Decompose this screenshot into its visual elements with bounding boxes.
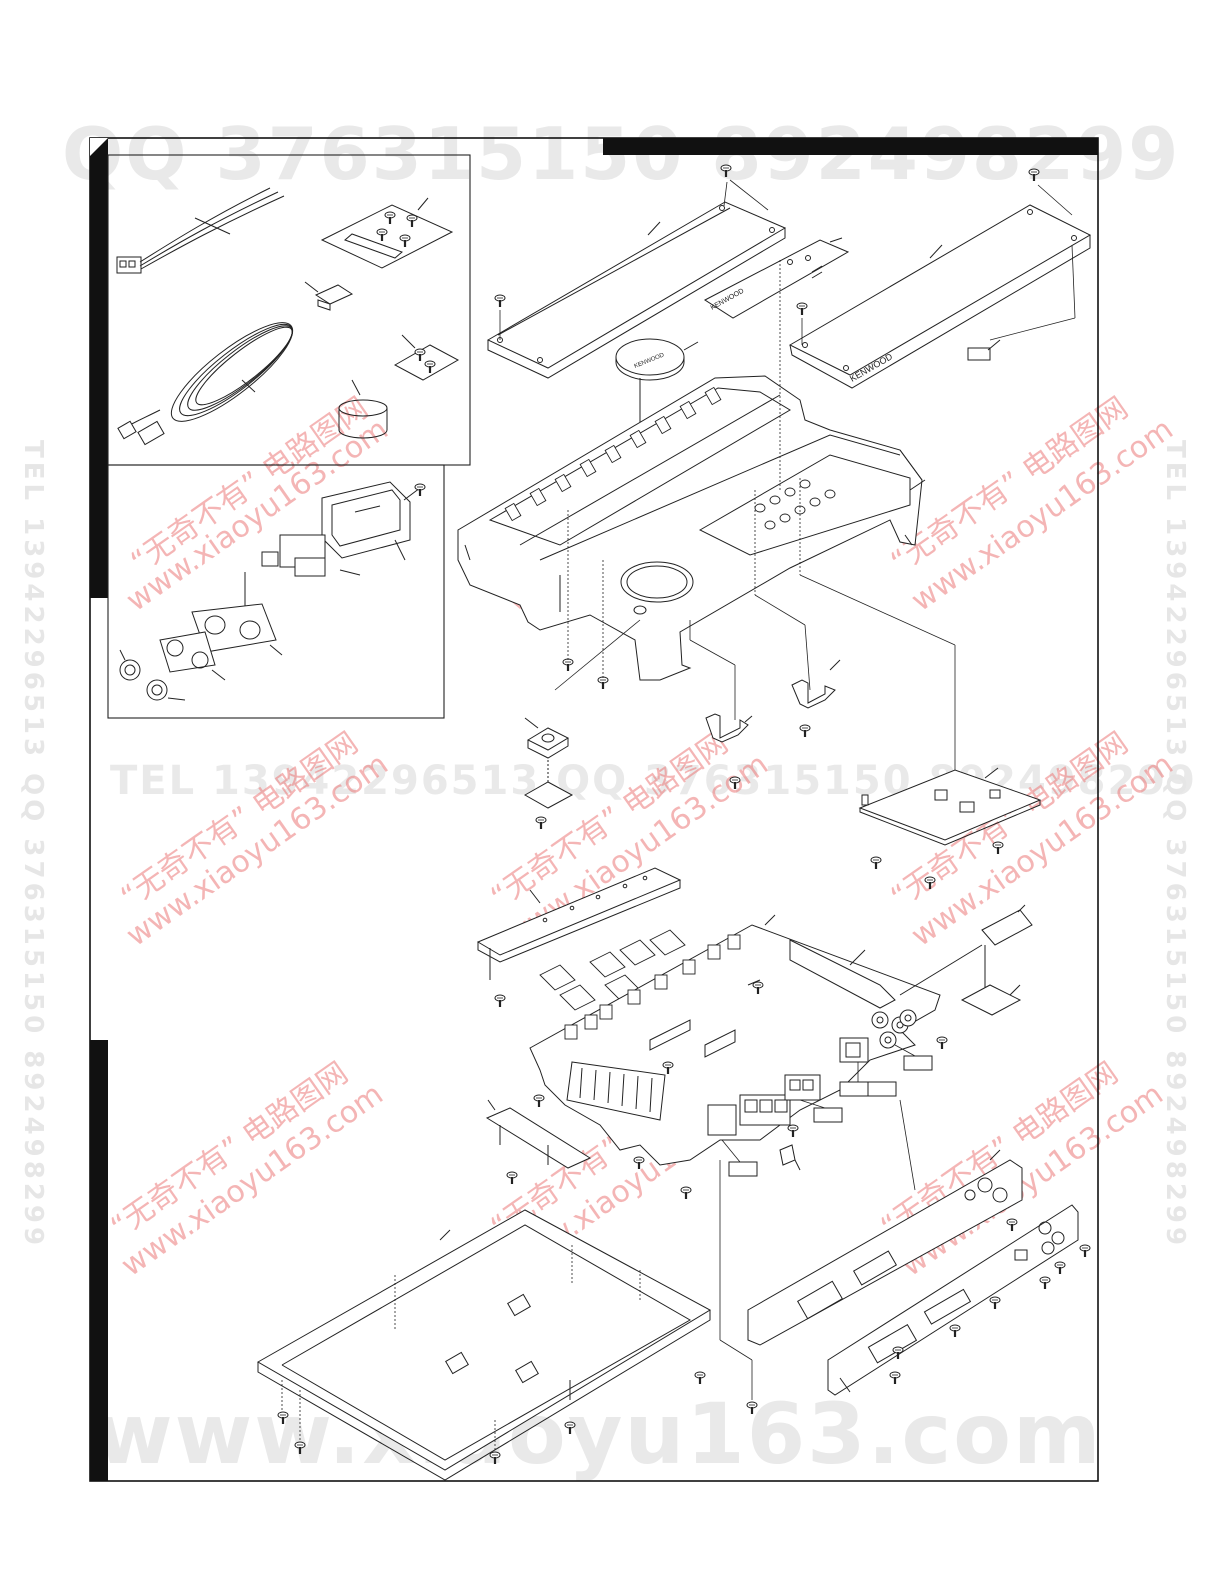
ferrite-ring — [338, 379, 388, 439]
page-frame — [89, 137, 1099, 1482]
end-panel-rear — [747, 1149, 1023, 1346]
insulating-tab — [899, 904, 1033, 1016]
spare-screws-bag — [393, 334, 460, 381]
callout-boxes — [728, 1055, 933, 1177]
screw-kit-bag — [320, 197, 454, 269]
watermark-vertical-right: TEL 13942296513 QQ 376315150 892498299 — [1160, 440, 1190, 1250]
small-heatsink-bracket — [485, 1099, 592, 1186]
transistor-bracket — [476, 867, 682, 1009]
power-terminal-block — [707, 1037, 869, 1136]
remote-control-assembly — [119, 481, 427, 701]
front-label-plate — [704, 237, 850, 319]
top-cover-left — [486, 201, 787, 379]
bracket-clip-center — [705, 713, 753, 743]
chassis-screws — [561, 657, 812, 791]
accessories-inset — [107, 154, 471, 719]
top-cover-right — [788, 204, 1092, 389]
heatsink-fins — [504, 386, 722, 522]
bracket-clip-right — [791, 659, 841, 709]
remote-cable-coil — [117, 322, 294, 446]
power-transistors — [564, 934, 741, 1040]
bottom-plate — [256, 1209, 712, 1481]
heatsink-chassis — [457, 375, 926, 681]
indicator-window — [754, 479, 836, 530]
insulator-sheets — [539, 929, 686, 1011]
speaker-terminal-block — [739, 1074, 821, 1126]
watermark-bottom-banner: www.xiaoyu163.com — [95, 1385, 1103, 1483]
rca-jacks — [871, 1009, 917, 1049]
lamp-holder — [523, 717, 574, 831]
indicator-pcb — [858, 767, 1042, 891]
watermark-vertical-left: TEL 13942296513 QQ 376315150 892498299 — [18, 440, 48, 1250]
small-clip — [779, 1144, 801, 1171]
mounting-bracket-small — [304, 281, 354, 311]
power-harness — [116, 187, 285, 274]
transistor-heatsink-bar — [566, 1060, 675, 1121]
